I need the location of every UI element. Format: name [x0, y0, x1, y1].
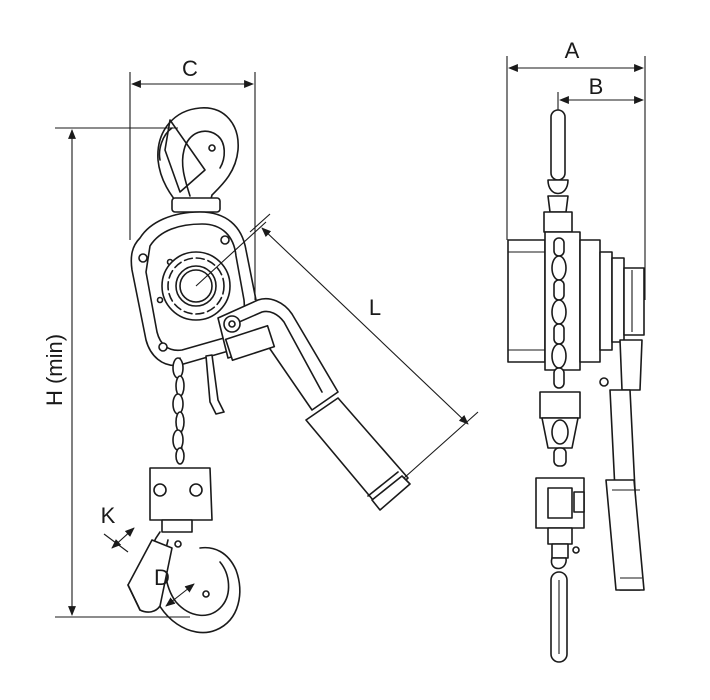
side-lower-block	[535, 391, 585, 559]
bottom-hook	[127, 531, 241, 634]
lower-block	[149, 467, 213, 533]
label-b: B	[589, 74, 604, 99]
side-chain	[551, 237, 567, 389]
dimension-b: B	[557, 74, 644, 118]
label-k: K	[101, 503, 116, 528]
dimension-h: H (min)	[42, 127, 190, 618]
dimension-l: L	[195, 213, 479, 479]
label-l: L	[369, 295, 381, 320]
dimension-c: C	[129, 56, 256, 300]
label-c: C	[182, 56, 198, 81]
label-d: D	[154, 565, 170, 590]
side-top-hook	[543, 109, 573, 233]
lever-handle	[217, 298, 411, 511]
front-view: C H (min) L K D	[42, 56, 479, 634]
label-h-min: H (min)	[42, 334, 67, 406]
top-hook	[157, 107, 239, 213]
side-bottom-hook	[550, 557, 568, 663]
dimension-d: D	[154, 565, 195, 607]
dimension-k: K	[101, 503, 135, 553]
dimension-a: A	[506, 38, 646, 300]
side-lever	[599, 339, 645, 591]
side-view: A B	[506, 38, 646, 663]
load-chain	[172, 354, 225, 465]
label-a: A	[565, 38, 580, 63]
